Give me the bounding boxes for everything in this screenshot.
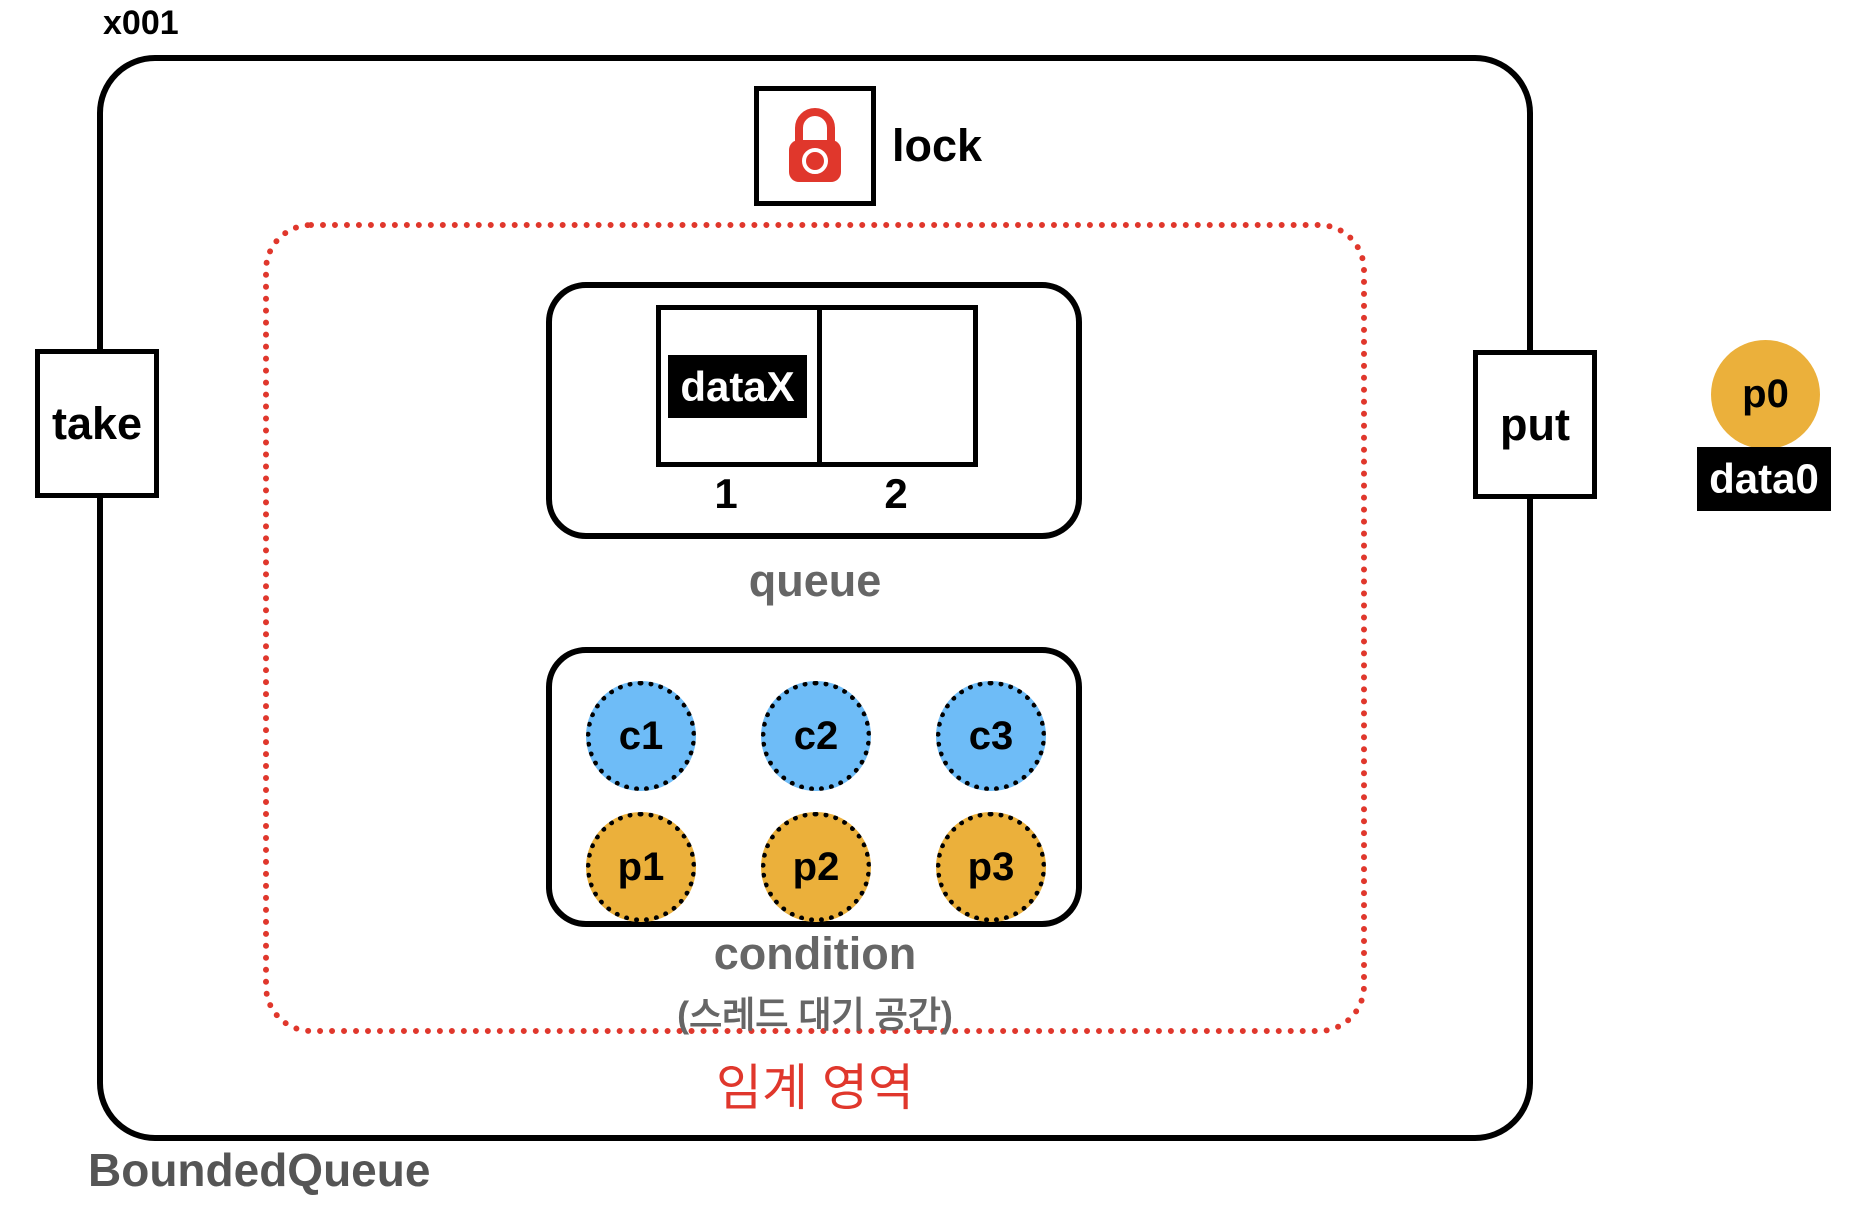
consumer-thread: c2: [761, 681, 871, 791]
bounded-queue-box: [97, 55, 1533, 1141]
take-method-box: take: [35, 349, 159, 498]
producer-thread: p2: [761, 812, 871, 922]
put-label: put: [1500, 398, 1570, 450]
producer-data: data0: [1697, 447, 1831, 511]
put-method-box: put: [1473, 350, 1597, 499]
queue-slot-index: 1: [714, 470, 738, 517]
queue-box: [546, 282, 1082, 539]
producer-thread: p3: [936, 812, 1046, 922]
class-name: BoundedQueue: [88, 1144, 431, 1196]
critical-section-border: [263, 222, 1367, 1034]
take-label: take: [51, 397, 143, 449]
queue-label: queue: [748, 555, 882, 606]
condition-sublabel: (스레드 대기 공간): [677, 994, 953, 1035]
queue-slot-value: dataX: [668, 355, 807, 418]
padlock-icon: [789, 108, 841, 182]
producer-thread: p1: [586, 812, 696, 922]
condition-label: condition: [713, 928, 917, 979]
lock-box: [754, 86, 876, 206]
condition-box: [546, 647, 1082, 927]
lock-label: lock: [892, 120, 983, 171]
instance-id: x001: [103, 4, 179, 42]
consumer-thread: c1: [586, 681, 696, 791]
queue-slot-index: 2: [884, 470, 908, 517]
consumer-thread: c3: [936, 681, 1046, 791]
queue-slot: [817, 305, 978, 467]
critical-section-label: 임계 영역: [716, 1060, 914, 1116]
producer-thread-outside: p0: [1711, 340, 1820, 449]
